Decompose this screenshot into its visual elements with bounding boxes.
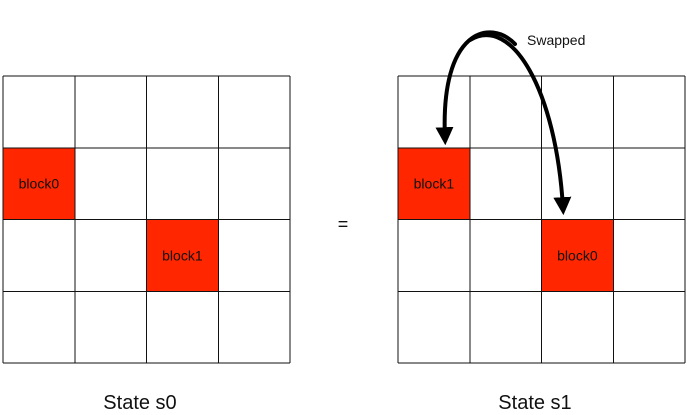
state-s1-grid: block1 block0 <box>397 75 686 364</box>
block-label: block0 <box>19 176 60 192</box>
equals-sign: = <box>338 214 349 234</box>
swap-arrow-to-block0 <box>468 33 572 216</box>
block-cell-block0 <box>3 147 75 220</box>
state-s1-caption: State s1 <box>498 392 571 414</box>
swap-label: Swapped <box>527 32 585 48</box>
state-s0-grid: block0 block1 <box>2 75 291 364</box>
swap-arrows <box>435 30 572 216</box>
block-cell-block0 <box>541 219 614 292</box>
swap-arrow-to-block1 <box>435 30 517 146</box>
block-label: block0 <box>557 247 598 263</box>
state-s0-caption: State s0 <box>103 392 176 414</box>
block-cell-block1 <box>146 219 219 292</box>
block-cell-block1 <box>398 147 470 220</box>
block-label: block1 <box>162 247 203 263</box>
block-label: block1 <box>414 176 455 192</box>
